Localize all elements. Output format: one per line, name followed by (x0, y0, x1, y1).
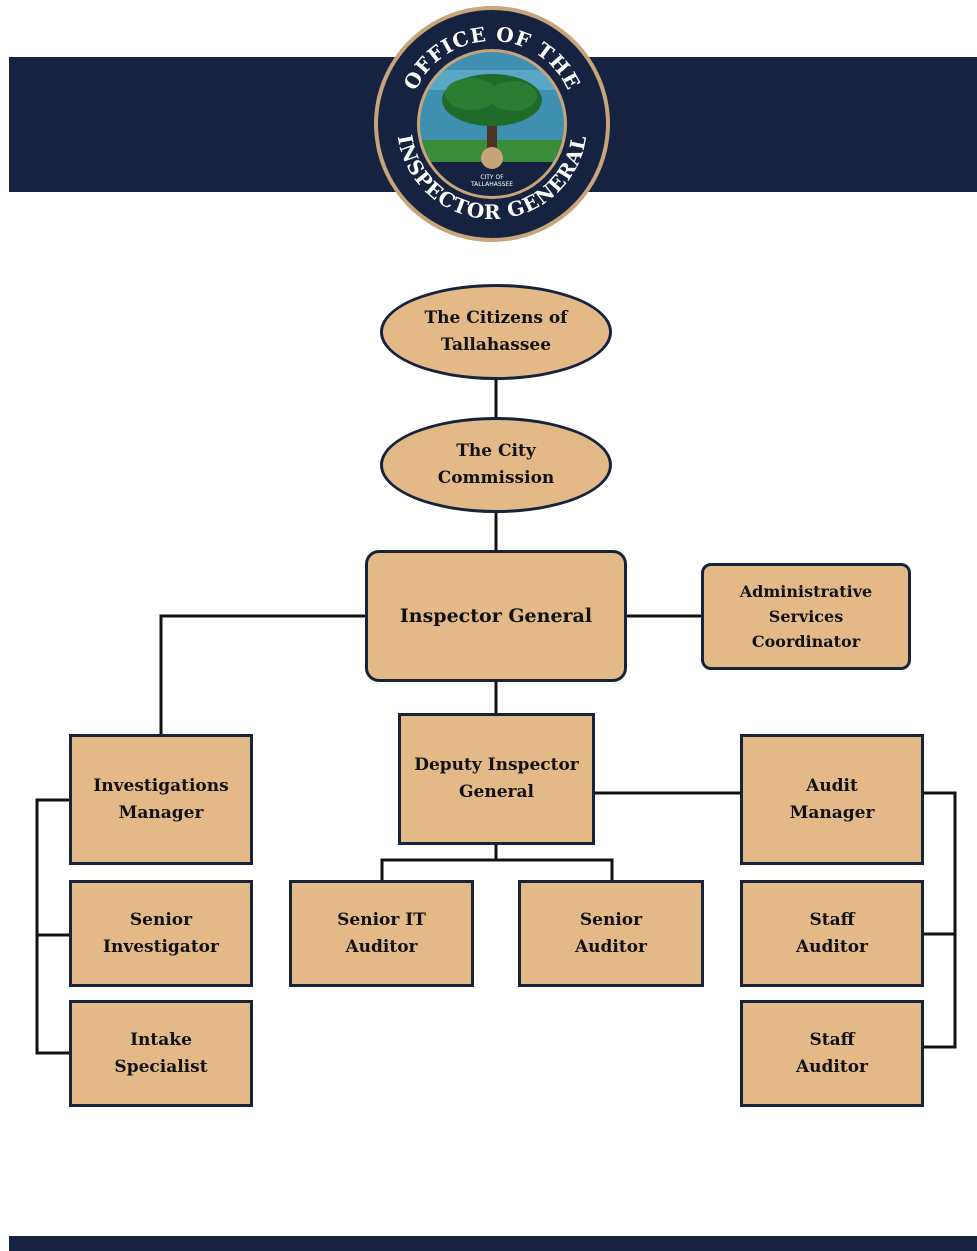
senior-it-auditor-node: Senior IT Auditor (289, 880, 474, 987)
senior-auditor-node: Senior Auditor (518, 880, 704, 987)
staff-auditor-node: Staff Auditor (740, 1000, 924, 1107)
seal-city-line2: TALLAHASSEE (470, 181, 513, 188)
seal-logo: OFFICE OF THE INSPECTOR GENERAL CITY OF … (374, 6, 610, 242)
staff-auditor-node: Staff Auditor (740, 880, 924, 987)
senior-investigator-node: Senior Investigator (69, 880, 253, 987)
inspector-general-node: Inspector General (365, 550, 627, 682)
city-commission-node: The City Commission (380, 417, 612, 513)
investigations-manager-node: Investigations Manager (69, 734, 253, 865)
intake-specialist-node: Intake Specialist (69, 1000, 253, 1107)
seal-city-line1: CITY OF (480, 174, 504, 181)
admin-coordinator-node: Administrative Services Coordinator (701, 563, 911, 670)
footer-bar (9, 1236, 977, 1251)
deputy-inspector-node: Deputy Inspector General (398, 713, 595, 845)
audit-manager-node: Audit Manager (740, 734, 924, 865)
citizens-node: The Citizens of Tallahassee (380, 284, 612, 380)
